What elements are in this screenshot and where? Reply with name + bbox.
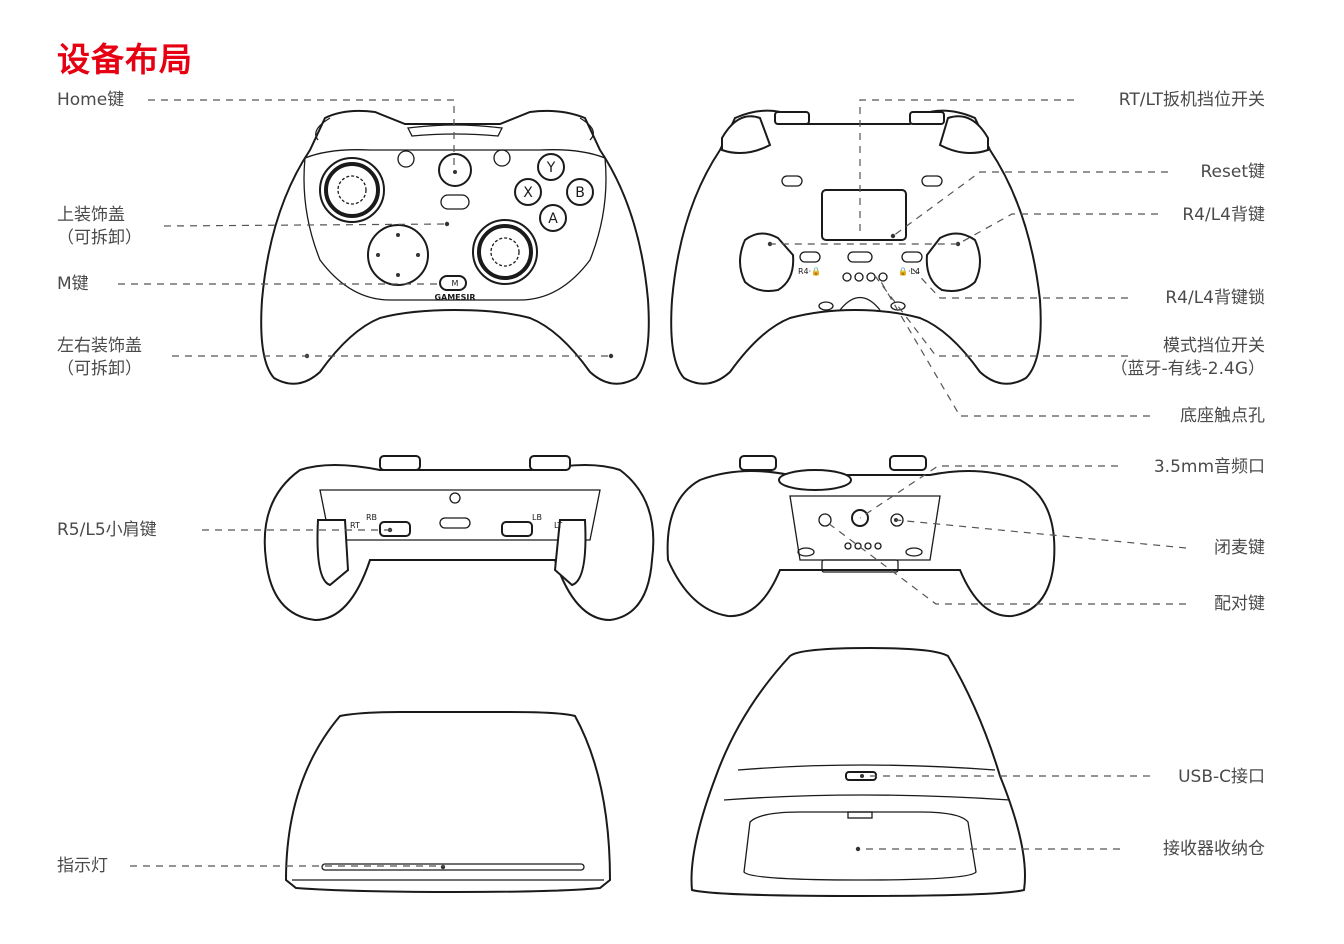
back-panel <box>821 189 907 241</box>
svg-text:LT: LT <box>554 521 562 530</box>
label-reset-key: Reset键 <box>1200 162 1266 182</box>
controller-top-view: RT RB LB LT <box>263 455 655 622</box>
pair-button <box>818 513 832 527</box>
charging-dock-front <box>284 711 612 894</box>
label-r4-l4: R4/L4背键 <box>1182 205 1265 225</box>
label-r5-l5: R5/L5小肩键 <box>57 520 157 540</box>
page-title: 设备布局 <box>57 40 193 79</box>
label-audio-jack: 3.5mm音频口 <box>1153 457 1265 477</box>
trigger-switch-right <box>921 175 943 187</box>
label-side-cover: 左右装饰盖（可拆卸） <box>57 336 142 379</box>
mode-switch <box>847 251 873 263</box>
svg-text:RT: RT <box>350 521 360 530</box>
controller-bottom-view <box>666 455 1056 618</box>
r4-lock-label: R4·🔒 <box>798 267 821 276</box>
controller-back: R4·🔒 🔒·L4 <box>670 109 1042 385</box>
button-x: X <box>523 185 533 201</box>
m-button <box>439 275 467 291</box>
label-usb-c: USB-C接口 <box>1178 767 1265 787</box>
svg-text:LB: LB <box>532 513 542 522</box>
capture-button <box>440 194 470 210</box>
trigger-right <box>938 115 989 155</box>
controller-front: Y X B A M GAMESIR <box>260 109 650 385</box>
brand-logo: GAMESIR <box>434 293 475 302</box>
l4-lock-label: 🔒·L4 <box>898 267 920 276</box>
back-paddle-r4 <box>739 232 795 292</box>
dpad <box>367 224 429 286</box>
right-stick <box>472 219 538 285</box>
label-m-key: M键 <box>57 274 89 294</box>
leader-lines <box>118 99 1187 867</box>
r5-bumper <box>379 521 411 537</box>
label-pair-key: 配对键 <box>1214 594 1265 614</box>
label-home-key: Home键 <box>57 90 125 110</box>
label-top-cover: 上装饰盖（可拆卸） <box>57 205 142 248</box>
label-mode-switch: 模式挡位开关（蓝牙-有线-2.4G） <box>1110 336 1265 379</box>
label-base-contacts: 底座触点孔 <box>1180 406 1265 426</box>
usb-port-top <box>439 517 471 529</box>
back-paddle-l4 <box>925 232 981 292</box>
label-rt-lt-switch: RT/LT扳机挡位开关 <box>1118 90 1265 110</box>
mic-mute-button <box>890 513 904 527</box>
view-button <box>397 150 415 168</box>
menu-button <box>493 149 511 167</box>
svg-text:RB: RB <box>366 513 377 522</box>
label-r4-l4-lock: R4/L4背键锁 <box>1165 288 1265 308</box>
lt-trigger <box>553 519 587 587</box>
face-buttons: Y X B A <box>514 153 594 232</box>
l5-bumper <box>501 521 533 537</box>
trigger-switch-left <box>781 175 803 187</box>
indicator-light <box>321 863 585 871</box>
left-stick <box>319 157 385 223</box>
label-indicator: 指示灯 <box>57 856 108 876</box>
button-y: Y <box>546 160 556 176</box>
trigger-left <box>721 115 772 155</box>
button-b: B <box>575 185 585 201</box>
label-receiver-bay: 接收器收纳仓 <box>1163 839 1265 859</box>
charging-dock-back <box>690 646 1026 898</box>
home-button <box>438 153 472 187</box>
svg-text:M: M <box>452 279 459 288</box>
button-a: A <box>548 211 558 227</box>
rt-trigger <box>316 519 350 587</box>
label-mic-mute: 闭麦键 <box>1214 538 1265 558</box>
